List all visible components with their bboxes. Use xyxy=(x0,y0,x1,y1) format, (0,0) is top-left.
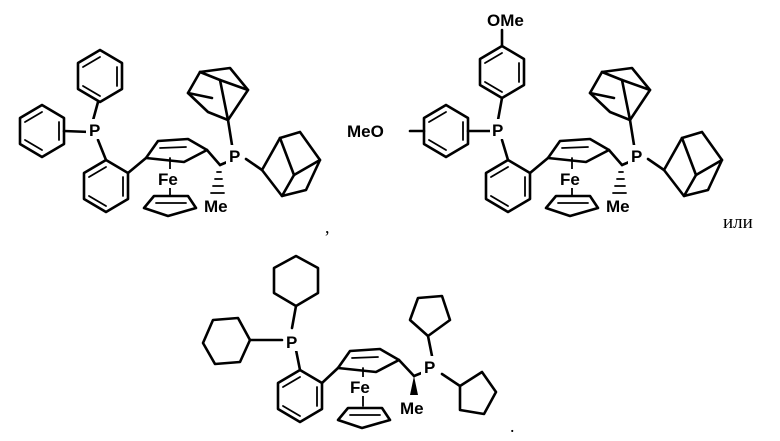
cyclopentadienyl-ring xyxy=(338,349,399,372)
cyclopentyl-group xyxy=(410,296,450,356)
phosphorus-atom: P xyxy=(229,147,240,166)
iron-atom: Fe xyxy=(560,170,580,189)
cyclohexyl-ring xyxy=(203,318,250,364)
cyclopentyl-group xyxy=(442,372,496,414)
cyclopentadienyl-ring xyxy=(146,139,207,162)
phosphorus-atom: P xyxy=(424,358,435,377)
cyclopentadienyl-ring xyxy=(548,139,609,162)
methoxy-label: OMe xyxy=(487,11,524,30)
norbornyl-group xyxy=(648,132,722,196)
hashed-stereo-bond xyxy=(613,172,626,193)
methoxy-label: MeO xyxy=(347,122,384,141)
phosphorus-atom: P xyxy=(492,121,503,140)
comma-separator: , xyxy=(325,217,330,237)
cyclopentadienyl-ring xyxy=(338,408,390,428)
wedge-stereo-bond xyxy=(410,376,418,395)
structure-bis-methoxyphenylphosphino-norbornyl-ferrocene: OMe MeO P P Fe Me xyxy=(347,11,722,216)
norbornyl-group xyxy=(246,132,320,196)
iron-atom: Fe xyxy=(158,170,178,189)
methyl-label: Me xyxy=(204,197,228,216)
structure-diphenylphosphino-norbornyl-ferrocene: P P Fe Me xyxy=(20,50,320,216)
period-separator: . xyxy=(510,416,515,436)
phosphorus-atom: P xyxy=(89,121,100,140)
iron-atom: Fe xyxy=(350,378,370,397)
phosphorus-atom: P xyxy=(286,333,297,352)
structure-dicyclohexylphosphino-dicyclopentylphosphino-ferrocene: P P Fe Me xyxy=(203,256,496,428)
cyclopentadienyl-ring xyxy=(144,196,196,216)
methyl-label: Me xyxy=(400,399,424,418)
cyclopentadienyl-ring xyxy=(546,196,598,216)
norbornyl-group xyxy=(188,68,248,145)
methyl-label: Me xyxy=(606,197,630,216)
cyclohexyl-ring xyxy=(274,256,318,306)
hashed-stereo-bond xyxy=(211,172,224,193)
conjunction-text: или xyxy=(723,212,753,233)
phosphorus-atom: P xyxy=(631,147,642,166)
norbornyl-group xyxy=(590,68,650,145)
